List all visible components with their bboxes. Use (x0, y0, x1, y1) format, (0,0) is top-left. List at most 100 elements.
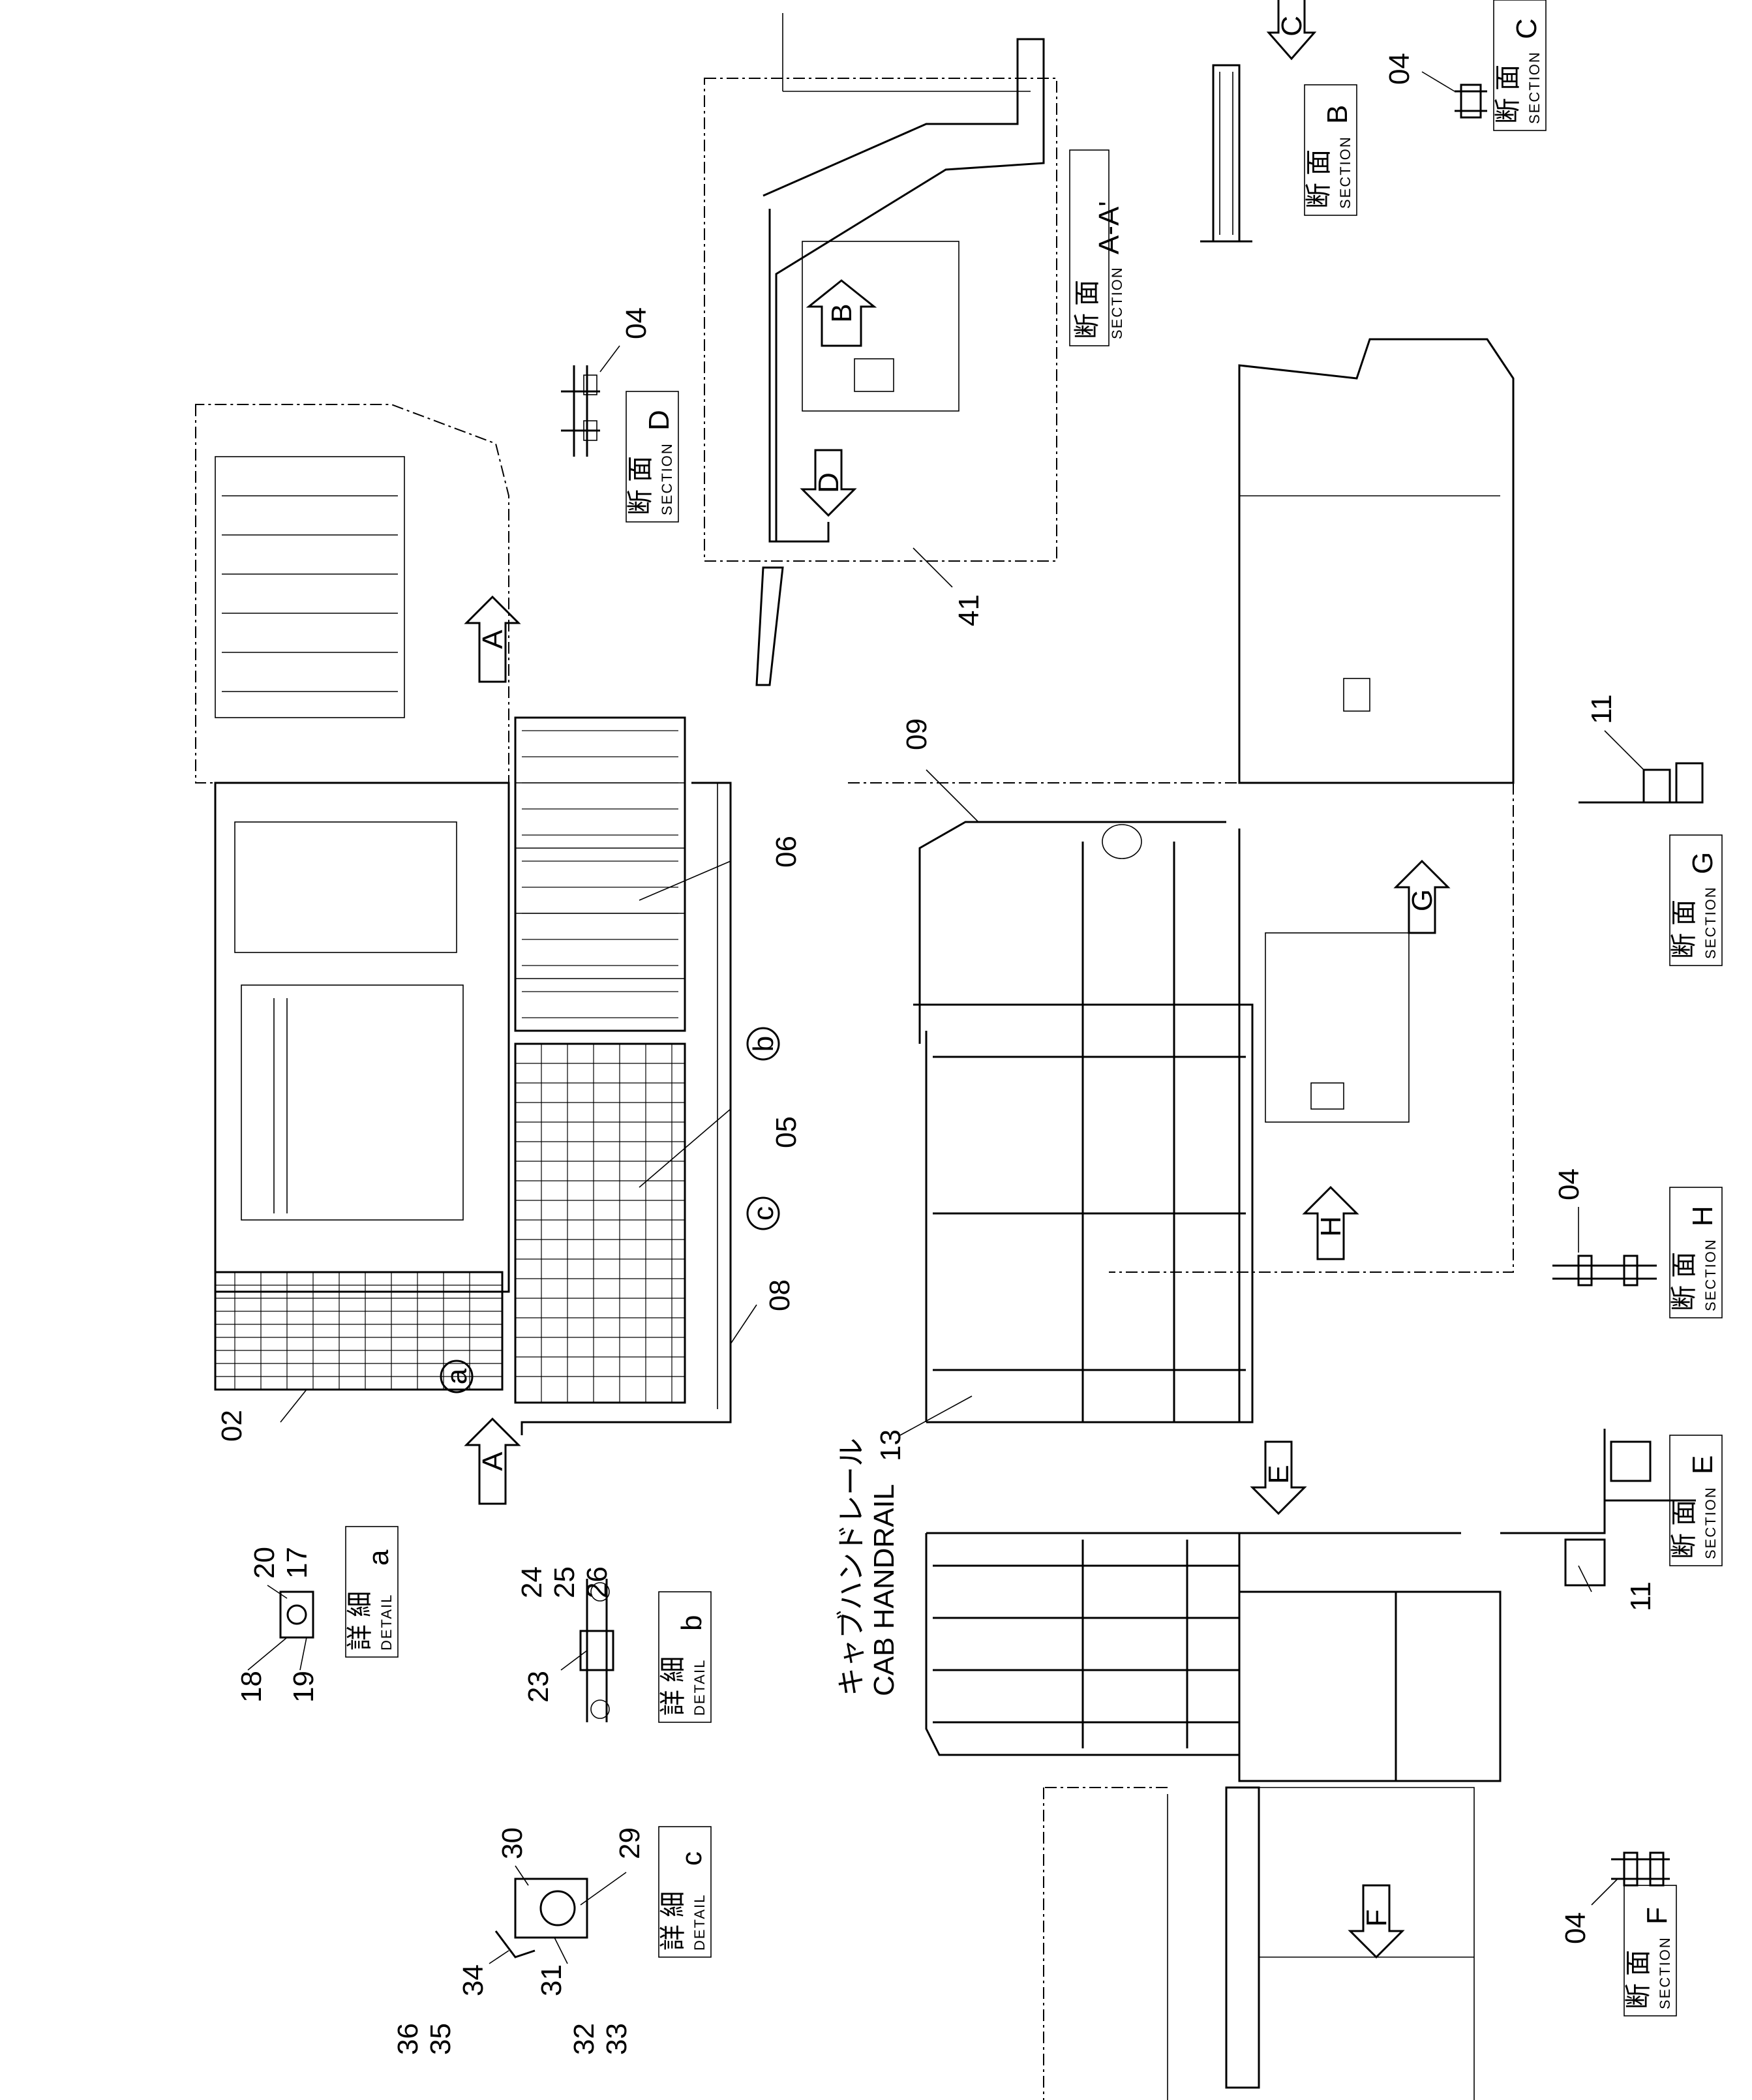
svg-text:19: 19 (288, 1671, 320, 1703)
callout-18: 18 (235, 1637, 288, 1703)
detail-marker-c: c (746, 1196, 780, 1230)
svg-text:断 面: 断 面 (1494, 65, 1522, 124)
section-d-detail (561, 365, 600, 457)
callout-17: 17 (281, 1547, 313, 1579)
svg-text:断 面: 断 面 (1670, 1500, 1699, 1559)
callout-04-section-h: 04 (1553, 1168, 1585, 1253)
svg-text:a: a (441, 1368, 473, 1384)
callout-30: 30 (496, 1827, 529, 1886)
svg-text:B: B (1322, 105, 1353, 124)
callout-34: 34 (457, 1950, 509, 1996)
callout-11-section-e: 11 (1578, 1565, 1657, 1611)
svg-text:a: a (363, 1549, 395, 1566)
cab-handrail-label: キャブハンドレール CAB HANDRAIL (836, 1438, 900, 1696)
svg-text:E: E (1263, 1465, 1295, 1484)
callout-19: 19 (288, 1637, 320, 1703)
callout-02: 02 (216, 1389, 307, 1442)
view-arrow-a-top: A (464, 595, 521, 683)
callout-09: 09 (901, 718, 979, 823)
section-g-part (1578, 762, 1704, 804)
view-arrow-h: H (1302, 1185, 1359, 1260)
svg-text:D: D (643, 410, 675, 431)
svg-text:E: E (1687, 1455, 1719, 1474)
svg-text:26: 26 (581, 1566, 613, 1598)
section-label-h: 断 面 SECTION H (1669, 1187, 1723, 1318)
view-arrow-c: C (1266, 0, 1317, 61)
svg-text:06: 06 (770, 836, 802, 868)
svg-text:断 面: 断 面 (1073, 280, 1102, 339)
svg-text:11: 11 (1586, 694, 1618, 724)
svg-text:04: 04 (1560, 1912, 1592, 1944)
svg-text:SECTION: SECTION (1702, 886, 1719, 959)
view-arrow-g: G (1393, 859, 1451, 934)
callout-35: 35 (425, 2023, 457, 2055)
callout-20: 20 (249, 1547, 288, 1599)
svg-text:A: A (477, 630, 509, 649)
svg-text:05: 05 (770, 1116, 802, 1148)
svg-text:23: 23 (522, 1671, 554, 1703)
detail-marker-b: b (746, 1027, 780, 1061)
callout-31: 31 (536, 1937, 568, 1996)
section-label-b: 断 面 SECTION B (1304, 84, 1357, 216)
svg-text:08: 08 (764, 1279, 796, 1311)
callout-04-section-d: 04 (599, 307, 652, 373)
view-arrow-d: D (800, 449, 857, 517)
svg-text:04: 04 (620, 307, 652, 339)
section-label-d: 断 面 SECTION D (626, 391, 679, 523)
svg-text:F: F (1641, 1907, 1673, 1925)
section-e-part (1500, 1429, 1696, 1587)
svg-text:30: 30 (496, 1827, 528, 1859)
svg-text:04: 04 (1553, 1168, 1585, 1200)
svg-text:D: D (813, 472, 845, 493)
svg-text:H: H (1687, 1206, 1719, 1226)
callout-41: 41 (913, 547, 985, 626)
svg-text:断 面: 断 面 (1670, 900, 1699, 959)
svg-text:詳 細: 詳 細 (346, 1591, 374, 1651)
svg-text:SECTION: SECTION (659, 442, 675, 515)
section-label-c: 断 面 SECTION C (1493, 0, 1547, 131)
view-arrow-a-bottom: A (464, 1417, 521, 1505)
callout-11-section-g: 11 (1586, 694, 1644, 770)
callout-23: 23 (522, 1650, 588, 1703)
section-h-part (1552, 1255, 1657, 1286)
svg-text:09: 09 (901, 718, 933, 750)
svg-text:キャブハンドレール: キャブハンドレール (836, 1438, 868, 1696)
svg-text:20: 20 (249, 1547, 280, 1579)
svg-text:A-A': A-A' (1093, 201, 1125, 254)
detail-c-sketch (494, 1878, 588, 1958)
svg-text:断 面: 断 面 (626, 456, 655, 515)
view-arrow-e: E (1250, 1440, 1307, 1515)
view-arrow-b: B (806, 279, 877, 347)
callout-32: 32 (568, 2023, 600, 2055)
callout-04-section-c: 04 (1383, 53, 1455, 92)
svg-text:C: C (1276, 16, 1308, 37)
section-c-part (1455, 84, 1487, 119)
svg-text:C: C (1511, 18, 1543, 39)
svg-text:18: 18 (235, 1671, 267, 1703)
svg-text:04: 04 (1383, 53, 1415, 85)
svg-text:17: 17 (281, 1547, 313, 1579)
callout-25: 25 (549, 1566, 581, 1598)
detail-label-b: 詳 細 DETAIL b (658, 1591, 712, 1723)
svg-text:F: F (1361, 1910, 1393, 1927)
svg-text:詳 細: 詳 細 (659, 1656, 687, 1716)
side-view-machine (848, 338, 1515, 1423)
callout-05: 05 (639, 1108, 802, 1188)
section-label-f: 断 面 SECTION F (1624, 1885, 1677, 2016)
detail-label-c: 詳 細 DETAIL c (658, 1826, 712, 1958)
svg-text:G: G (1406, 889, 1438, 911)
callout-13: 13 (875, 1395, 973, 1461)
svg-text:b: b (748, 1036, 779, 1052)
svg-text:G: G (1687, 852, 1719, 874)
svg-text:詳 細: 詳 細 (659, 1891, 687, 1951)
svg-text:32: 32 (568, 2023, 600, 2055)
svg-text:41: 41 (953, 594, 985, 626)
svg-text:DETAIL: DETAIL (378, 1594, 395, 1651)
svg-text:13: 13 (875, 1429, 907, 1461)
svg-text:断 面: 断 面 (1624, 1950, 1653, 2009)
svg-text:c: c (676, 1851, 708, 1866)
svg-text:B: B (826, 303, 858, 322)
svg-text:24: 24 (516, 1566, 548, 1598)
svg-text:H: H (1315, 1216, 1347, 1237)
detail-label-a: 詳 細 DETAIL a (345, 1526, 399, 1658)
